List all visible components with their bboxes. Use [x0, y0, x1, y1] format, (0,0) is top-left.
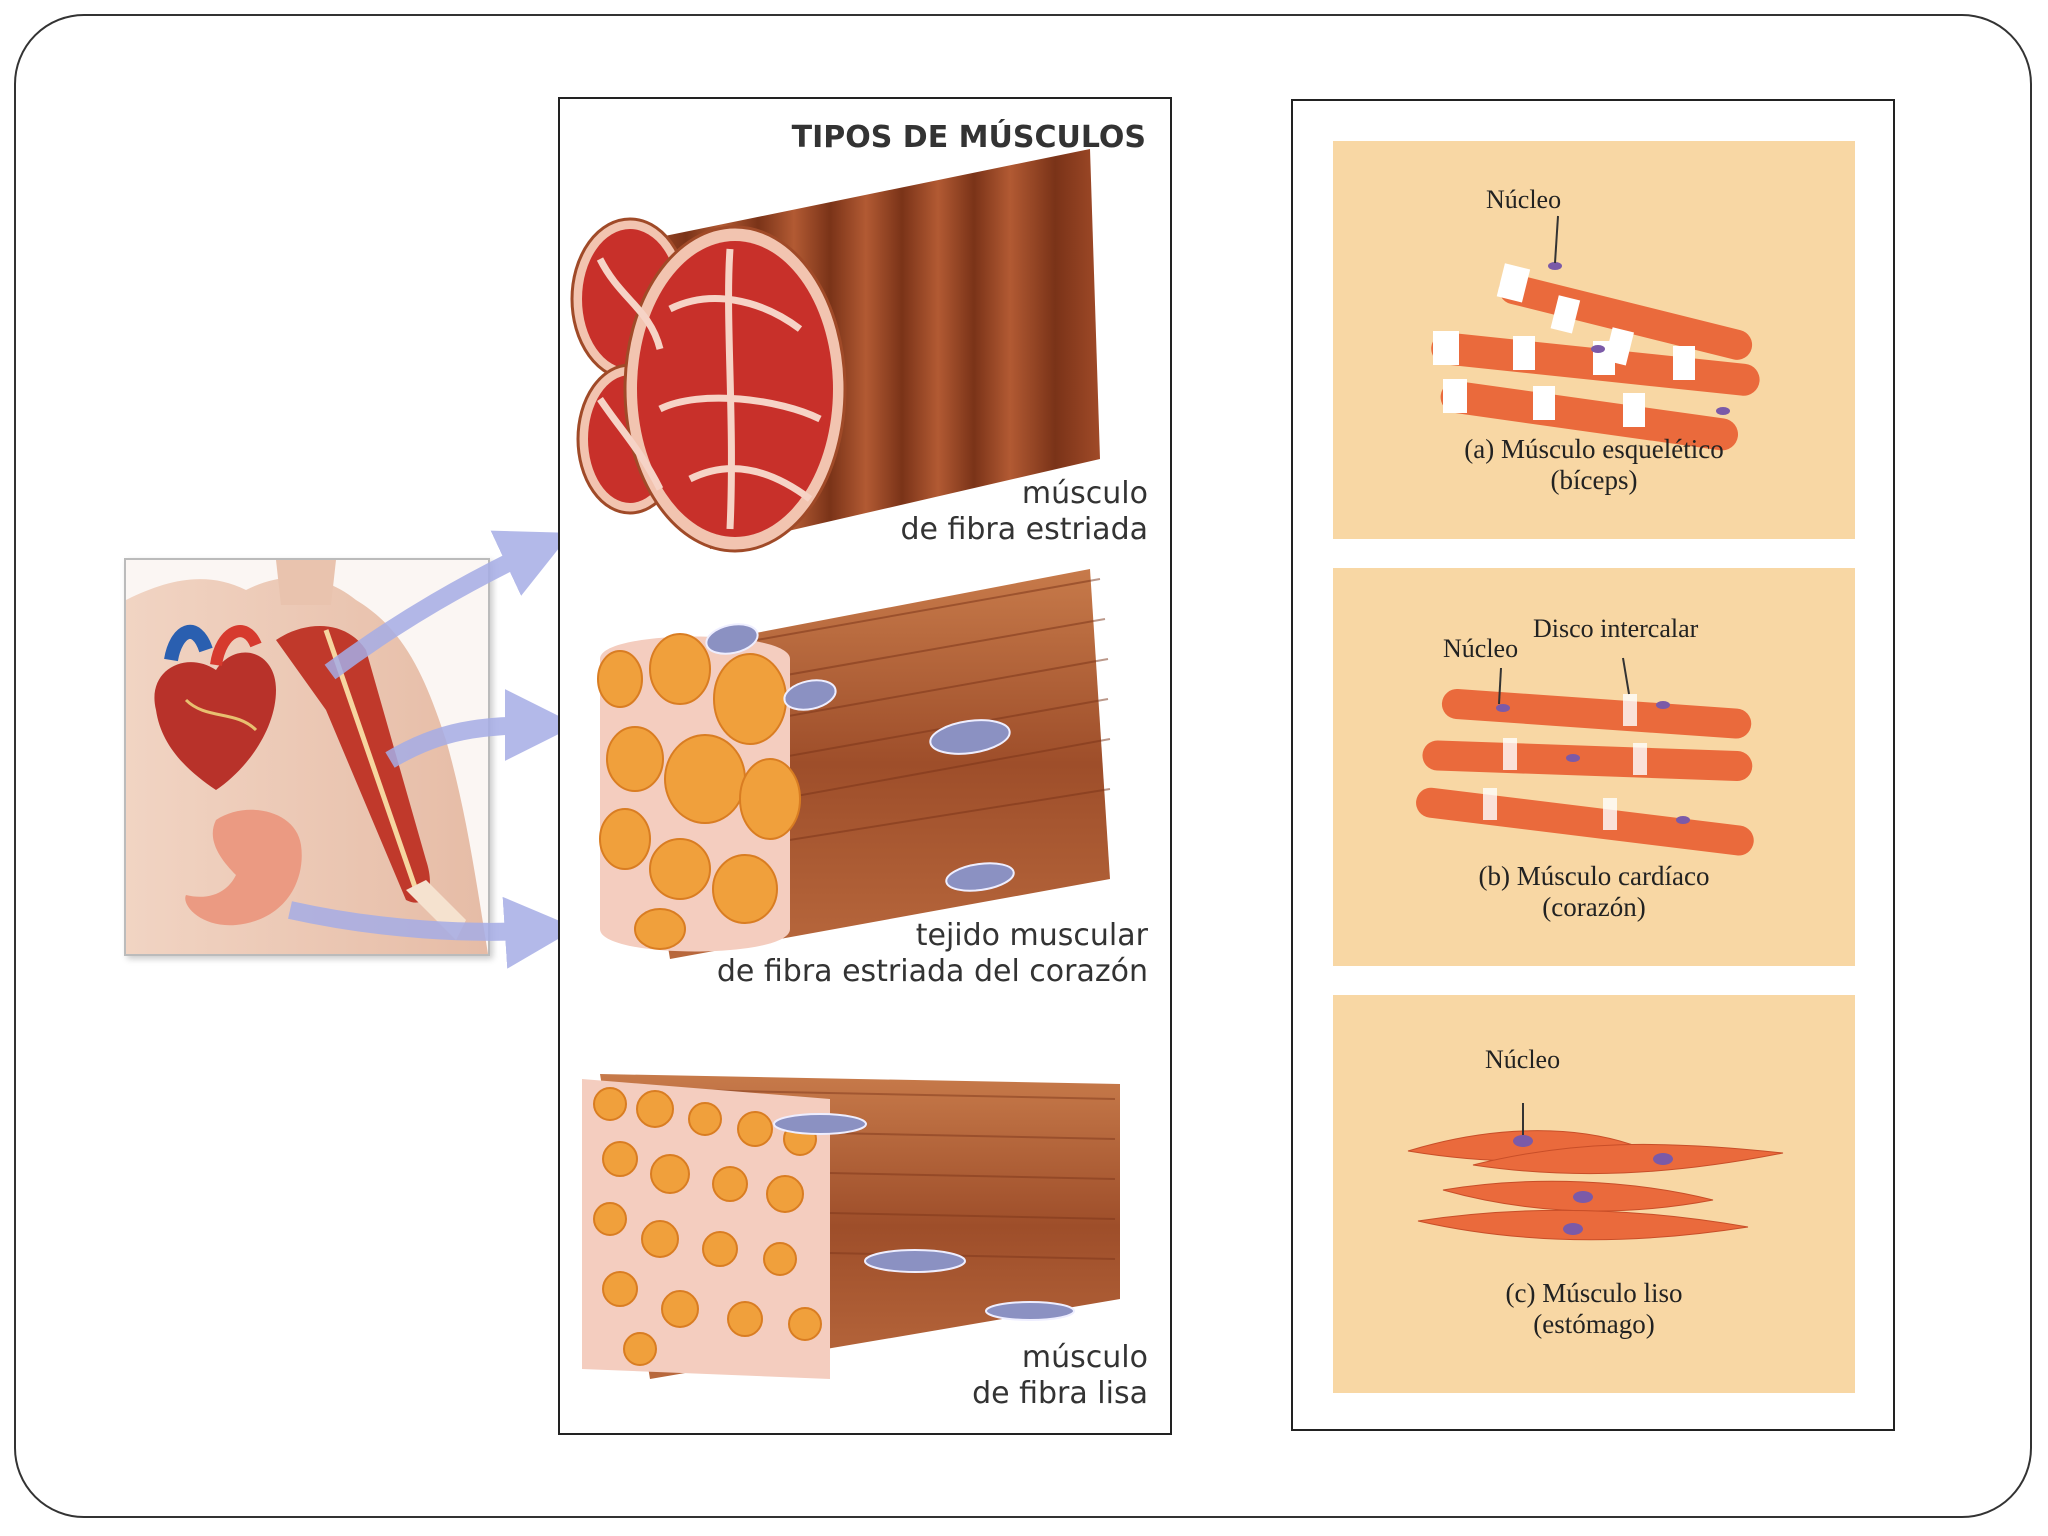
striated-label-line2: de fibra estriada	[900, 512, 1148, 547]
intercalated-disc-label: Disco intercalar	[1533, 614, 1699, 643]
smooth-muscle-illustration	[582, 1074, 1120, 1379]
smooth-label-line2: de fibra lisa	[972, 1376, 1148, 1411]
smooth-fibers-illustration	[1407, 1130, 1784, 1241]
muscle-fibers-panel: Núcleo (a) Músculo esquelético (bíceps)	[1291, 99, 1895, 1431]
heart-icon	[154, 624, 276, 790]
panel-title: TIPOS DE MÚSCULOS	[791, 120, 1146, 155]
smooth-caption-line1: (c) Músculo liso	[1505, 1278, 1683, 1308]
smooth-caption-line2: (estómago)	[1533, 1309, 1655, 1339]
neck	[276, 560, 336, 605]
smooth-nucleus-label: Núcleo	[1485, 1045, 1561, 1074]
smooth-muscle-card: Núcleo (c) Músculo liso (estómago)	[1333, 995, 1855, 1393]
stomach-icon	[185, 809, 302, 926]
cardiac-label-line2: de fibra estriada del corazón	[716, 954, 1148, 989]
skeletal-fibers-illustration	[1431, 215, 1760, 451]
cardiac-fibers-illustration	[1416, 657, 1754, 856]
skeletal-caption-line1: (a) Músculo esquelético	[1464, 434, 1724, 464]
cardiac-muscle-illustration	[597, 569, 1111, 959]
cardiac-nucleus-label: Núcleo	[1443, 634, 1519, 663]
cardiac-caption-line1: (b) Músculo cardíaco	[1478, 861, 1710, 891]
skeletal-muscle-card: Núcleo (a) Músculo esquelético (bíceps)	[1333, 141, 1855, 539]
cardiac-caption-line2: (corazón)	[1542, 892, 1646, 922]
slide-frame	[14, 14, 2032, 1518]
smooth-label-line1: músculo	[1021, 1340, 1148, 1375]
striated-muscle-illustration	[570, 149, 1100, 553]
cardiac-label-line1: tejido muscular	[915, 918, 1148, 953]
anatomy-figure	[124, 558, 490, 956]
cardiac-muscle-card: Núcleo Disco intercalar (b) Músculo card…	[1333, 568, 1855, 966]
striated-label-line1: músculo	[1021, 476, 1148, 511]
skeletal-caption-line2: (bíceps)	[1550, 465, 1638, 495]
skeletal-nucleus-label: Núcleo	[1486, 185, 1562, 214]
muscle-types-panel: TIPOS DE MÚSCULOS	[558, 97, 1172, 1435]
